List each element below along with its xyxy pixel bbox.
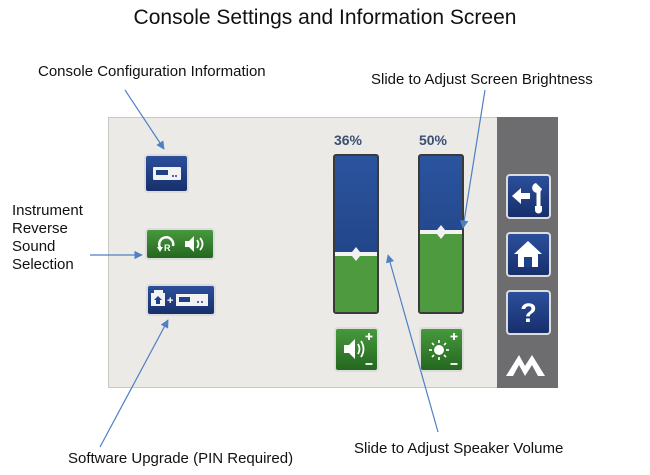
callout-software-upgrade: Software Upgrade (PIN Required) (68, 450, 294, 467)
console-info-icon (152, 166, 181, 180)
volume-slider[interactable] (333, 154, 379, 314)
page-title: Console Settings and Information Screen (133, 6, 517, 29)
callout-console-config: Console Configuration Information (38, 63, 266, 80)
back-settings-button[interactable] (506, 174, 551, 219)
brightness-adjust-button[interactable] (419, 327, 464, 372)
callout-brightness: Slide to Adjust Screen Brightness (371, 71, 593, 88)
brightness-percent: 50% (418, 132, 448, 148)
brightness-adjust-icon (429, 333, 458, 365)
brightness-slider-thumb[interactable] (420, 225, 462, 239)
reverse-sound-icon: R (157, 236, 204, 253)
home-icon (514, 241, 542, 267)
logo-icon (506, 355, 545, 376)
reverse-sound-button[interactable]: R (145, 228, 215, 260)
callout-instrument-reverse: Instrument Reverse Sound Selection (12, 202, 83, 274)
callout-line: Sound (12, 238, 56, 255)
back-settings-icon (512, 183, 542, 214)
brightness-slider[interactable] (418, 154, 464, 314)
svg-text:?: ? (520, 298, 537, 328)
callout-line: Selection (12, 256, 74, 273)
callout-line: Instrument (12, 202, 83, 219)
svg-text:+: + (167, 295, 173, 307)
brightness-slider-fill (420, 234, 462, 312)
callout-line: Reverse (12, 220, 68, 237)
svg-text:R: R (164, 243, 171, 253)
software-upgrade-icon: + (151, 290, 208, 307)
volume-slider-thumb[interactable] (335, 247, 377, 261)
software-upgrade-button[interactable]: + (146, 284, 216, 316)
help-icon: ? (520, 298, 537, 328)
home-button[interactable] (506, 232, 551, 277)
help-button[interactable]: ? (506, 290, 551, 335)
volume-adjust-icon (344, 333, 373, 365)
volume-percent: 36% (333, 132, 363, 148)
console-info-button[interactable] (144, 154, 189, 193)
callout-speaker-volume: Slide to Adjust Speaker Volume (354, 440, 564, 457)
volume-slider-fill (335, 256, 377, 312)
volume-adjust-button[interactable] (334, 327, 379, 372)
